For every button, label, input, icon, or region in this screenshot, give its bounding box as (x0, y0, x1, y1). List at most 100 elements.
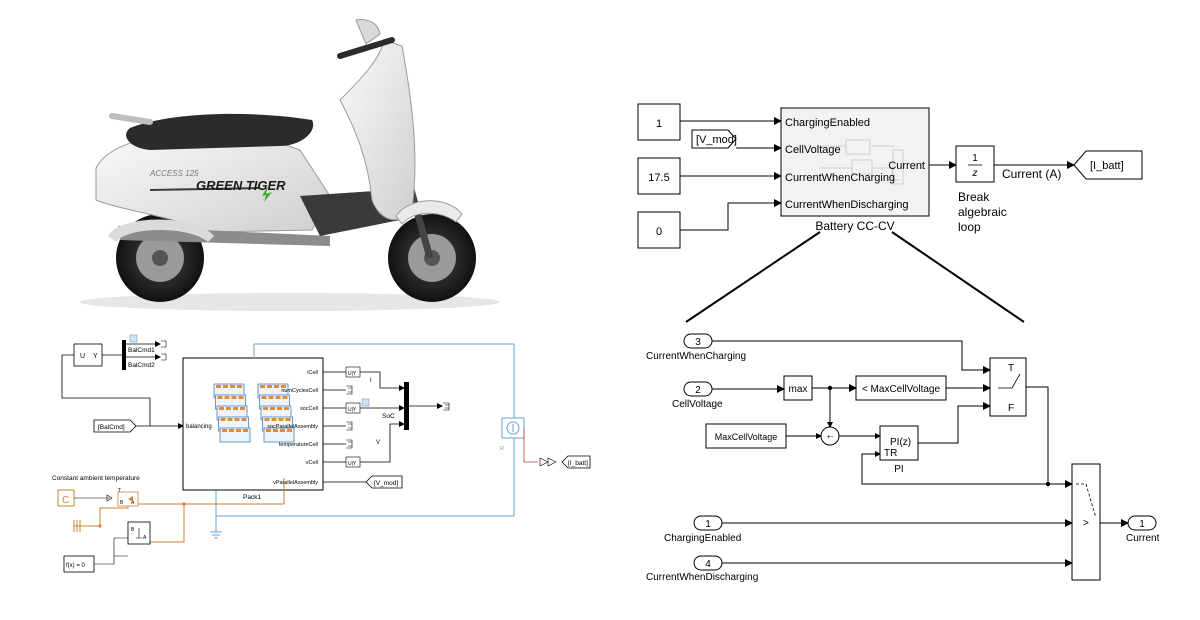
i-batt-goto-text: [I_batt] (1090, 160, 1124, 172)
inport-2-name: CellVoltage (672, 399, 723, 410)
inport-3-number: 3 (695, 337, 701, 348)
battery-cells-icon (213, 383, 295, 443)
constant-1-value: 1 (656, 118, 662, 130)
terminator-icons (346, 385, 353, 449)
inport-1-name: ChargingEnabled (664, 533, 741, 544)
svg-text:U|Y: U|Y (348, 407, 357, 413)
subsystem-input-charging-enabled: ChargingEnabled (785, 117, 870, 129)
bal-cmd-goto-tag[interactable] (93, 419, 137, 433)
inport-1-number: 1 (705, 519, 711, 530)
demux-bar (122, 340, 126, 370)
zoom-line-right (891, 231, 1025, 323)
ambient-temperature-label: Constant ambient temperature (52, 475, 140, 482)
pi-controller-block[interactable] (879, 425, 919, 461)
subsystem-input-cell-voltage: CellVoltage (785, 144, 841, 156)
unit-delay-denominator: z (972, 168, 978, 179)
battery-cccv-subsystem[interactable] (780, 107, 930, 217)
switch-port-f: F (1008, 403, 1014, 414)
unit-delay-block[interactable] (955, 145, 995, 183)
delay-caption-line-2: algebraic (958, 205, 1007, 219)
i-label: I (370, 378, 372, 384)
scooter-illustration: GREEN TIGER ACCESS 125 (80, 19, 500, 311)
v-mod-goto-tag[interactable] (365, 475, 403, 489)
block-port-y: Y (93, 353, 98, 360)
constant-0-value: 0 (656, 226, 662, 238)
mode-switch-threshold: > (1083, 518, 1089, 529)
pack-block[interactable] (182, 357, 324, 491)
inport-4-number: 4 (705, 559, 711, 570)
v-mod-from-text: [V_mod] (696, 134, 737, 146)
subsystem-name-label: Battery CC-CV (815, 219, 894, 233)
soc-label: SoC (382, 413, 395, 420)
lightning-icon (262, 186, 272, 202)
delay-caption-line-1: Break (958, 190, 990, 204)
v-mod-from-block[interactable] (691, 129, 737, 149)
compare-block-text: < MaxCellVoltage (862, 384, 941, 395)
sensor-port-a: A (143, 535, 147, 541)
outport-1-name: Current (1126, 533, 1160, 544)
subsystem-preview-icon (820, 139, 904, 185)
svg-text:U|Y: U|Y (348, 461, 357, 467)
thermal-ground-icon (73, 520, 86, 532)
delay-caption-line-3: loop (958, 220, 981, 234)
outport-1-number: 1 (1139, 519, 1145, 530)
ps-simulink-converters: U|Y U|Y U|Y (345, 366, 361, 468)
inport-3-name: CurrentWhenCharging (646, 351, 746, 362)
zoom-line-left (685, 231, 821, 323)
switch-port-t: T (1008, 363, 1014, 374)
bal-cmd-1-label: BalCmd1 (128, 347, 155, 354)
constant-block-1[interactable] (637, 103, 681, 141)
thermal-port-a: A (131, 500, 135, 506)
constant-block-17-5[interactable] (637, 157, 681, 195)
scooter-brand-label: GREEN TIGER (196, 178, 286, 193)
inport-2-number: 2 (695, 385, 701, 396)
inport-4-name: CurrentWhenDischarging (646, 572, 758, 583)
subsystem-output-current: Current (888, 160, 925, 172)
sum-signs: +- (827, 434, 834, 441)
i-batt-from-tag[interactable] (561, 455, 591, 469)
pi-block-text: PI(z) (890, 437, 911, 448)
v-mod-tag-text: [V_mod] (374, 480, 398, 487)
block-port-u: U (80, 353, 85, 360)
v-label: V (376, 440, 380, 446)
i-batt-tag-text: [I_batt] (568, 460, 588, 467)
bal-cmd-tag-text: [BalCmd] (98, 424, 125, 431)
pack-port-vcell: vCell (306, 460, 318, 466)
cccv-detail-diagram: 3 CurrentWhenCharging 2 CellVoltage MaxC… (646, 333, 1160, 583)
subsystem-input-current-charging: CurrentWhenCharging (785, 172, 895, 184)
pack-port-vparallel: vParallelAssembly (273, 480, 318, 486)
constant-17-5-value: 17.5 (648, 172, 669, 184)
sensor-port-b: B (131, 527, 135, 533)
unit-delay-numerator: 1 (972, 153, 978, 164)
i-batt-goto-block[interactable] (1073, 150, 1143, 180)
max-cell-voltage-constant[interactable] (705, 423, 787, 449)
balance-cmd-block[interactable] (73, 343, 103, 367)
scooter-side-label: ACCESS 125 (149, 169, 199, 178)
constant-block-0[interactable] (637, 211, 681, 249)
constant-symbol: C (62, 495, 69, 506)
max-block-text: max (789, 384, 808, 395)
subsystem-input-current-discharging: CurrentWhenDischarging (785, 199, 909, 211)
compare-to-constant-block[interactable] (855, 375, 947, 401)
thermal-port-t: T (118, 488, 121, 494)
svg-text:U|Y: U|Y (348, 371, 357, 377)
pack-port-icell: iCell (307, 370, 318, 376)
battery-cccv-top-diagram: 1 [V_mod] 17.5 0 ChargingEnabled CellVol… (637, 103, 1143, 323)
port-r-label: R (500, 446, 504, 452)
max-cell-voltage-constant-text: MaxCellVoltage (715, 432, 778, 442)
solver-config-label: f(x) = 0 (66, 563, 86, 569)
electrical-ground-icon (210, 516, 222, 539)
mux-bar (404, 382, 409, 430)
pi-tr-port: TR (884, 448, 897, 459)
battery-pack-model: U Y BalCmd1 BalCmd2 [BalCmd] balancing P… (52, 334, 591, 573)
bal-cmd-2-label: BalCmd2 (128, 362, 155, 369)
pack-port-numcycles: numCyclesCell (281, 388, 318, 394)
charging-switch-block[interactable] (989, 357, 1027, 417)
pi-name-label: PI (894, 464, 903, 475)
pack-name-label: Pack1 (243, 494, 261, 501)
pack-port-socparallel: socParallelAssembly (267, 424, 318, 430)
thermal-port-b: B (120, 500, 124, 506)
output-current-label: Current (A) (1002, 167, 1061, 181)
pack-port-soccell: socCell (300, 406, 318, 412)
